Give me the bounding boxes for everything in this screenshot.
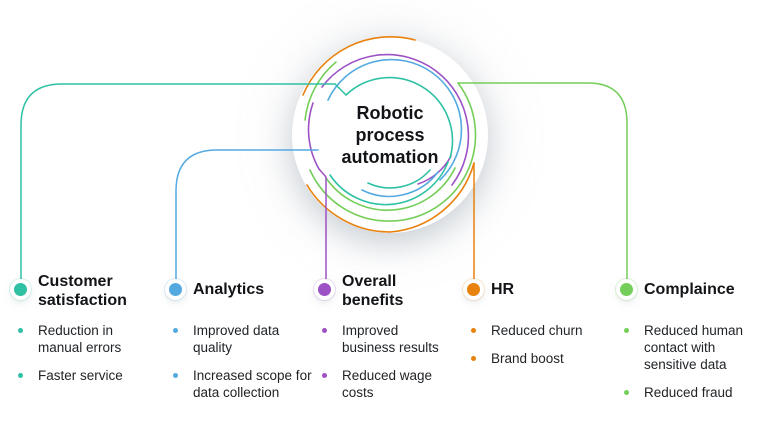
list-item: Brand boost [467,350,621,367]
section-title: Complaince [644,281,735,298]
list-item: Improved data quality [169,322,317,356]
hub-title-line: Robotic [356,103,424,123]
section-item-list: Improved business results Reduced wage c… [318,322,454,412]
list-item: Reduced human contact with sensitive dat… [620,322,756,373]
hr-node-dot [467,283,480,296]
list-item: Improved business results [318,322,454,356]
section-title: Analytics [193,281,265,298]
section-title: Overall benefits [342,273,404,309]
section-title: HR [491,281,515,298]
list-item: Reduced churn [467,322,621,339]
hub-title: Robotic process automation [292,37,488,233]
connector-analytics [175,149,319,285]
section-title: Customer satisfaction [38,273,127,309]
section-item-list: Reduced human contact with sensitive dat… [620,322,756,412]
list-item: Reduced fraud [620,384,756,401]
hub-title-line: process [355,125,425,145]
list-item: Reduced wage costs [318,367,454,401]
list-item: Reduction in manual errors [14,322,138,356]
list-item: Faster service [14,367,138,384]
section-item-list: Improved data quality Increased scope fo… [169,322,317,412]
analytics-node-dot [169,283,182,296]
complaince-node-dot [620,283,633,296]
list-item: Increased scope for data collection [169,367,317,401]
section-item-list: Reduced churn Brand boost [467,322,621,378]
overall-benefits-node-dot [318,283,331,296]
section-item-list: Reduction in manual errors Faster servic… [14,322,138,395]
customer-satisfaction-node-dot [14,283,27,296]
hub-title-line: automation [341,147,439,167]
